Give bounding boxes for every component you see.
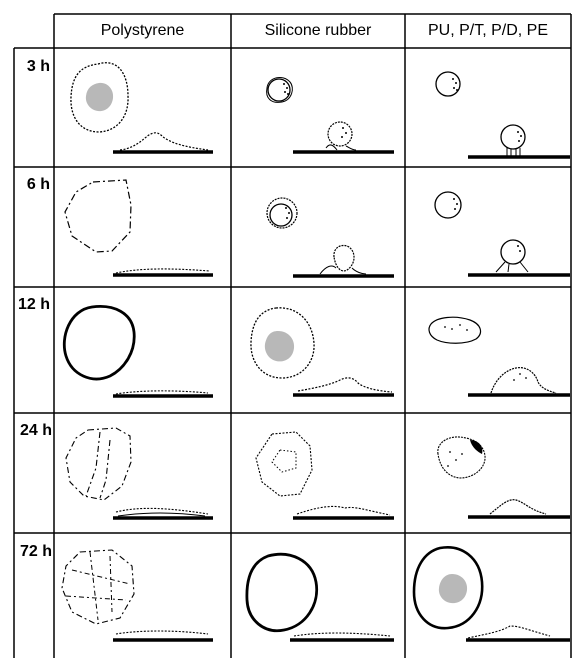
cell-morphology-table: Polystyrene Silicone rubber PU, P/T, P/D… (0, 0, 577, 658)
cell-pu-72h (0, 0, 577, 658)
